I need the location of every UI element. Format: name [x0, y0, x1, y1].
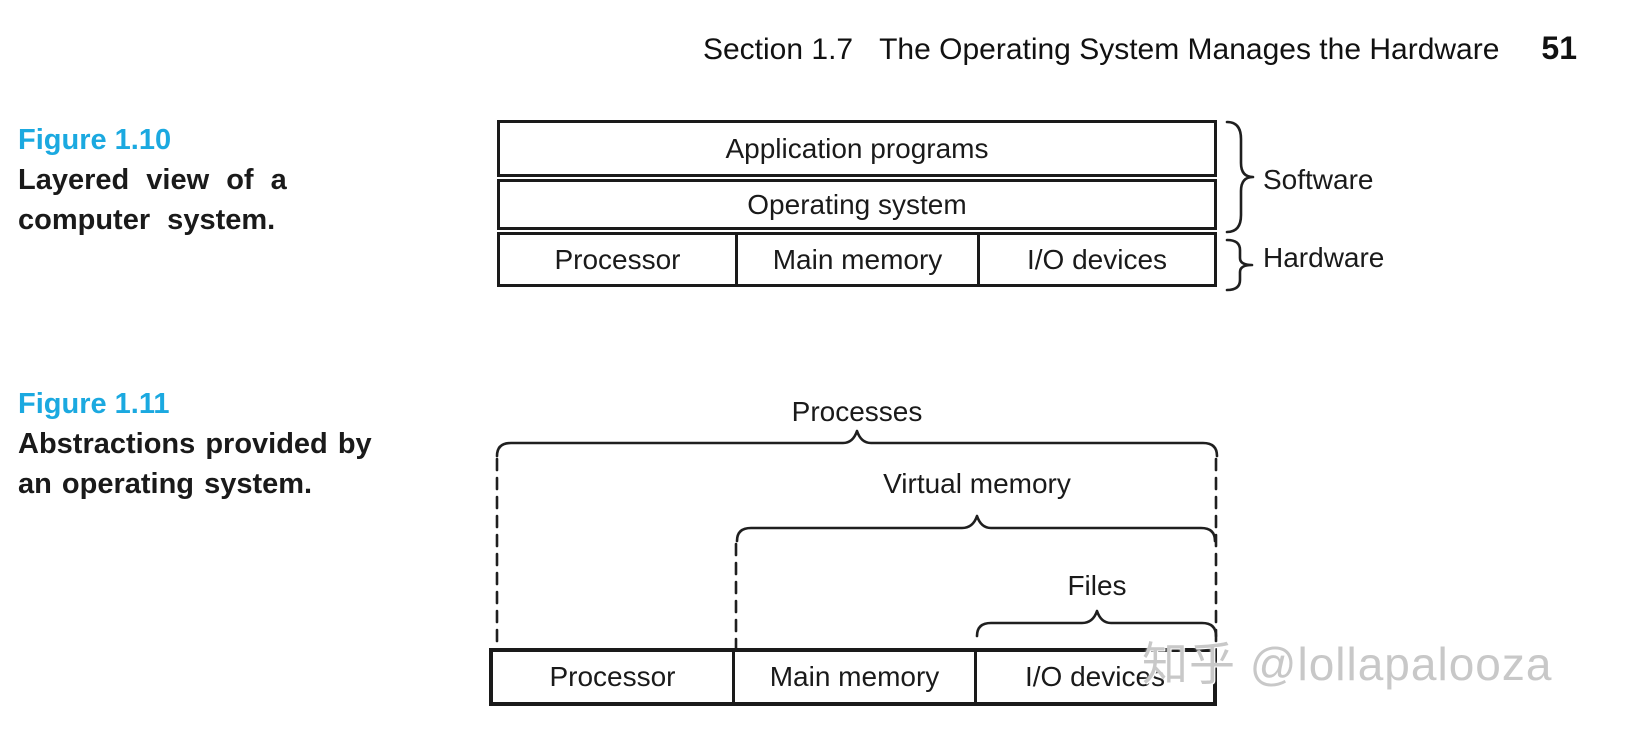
- virtual-memory-brace-icon: [735, 514, 1217, 543]
- figure-1-10-caption-line-2: computer system.: [18, 204, 276, 236]
- hardware-layer: Processor Main memory I/O devices: [497, 232, 1217, 287]
- io-devices-cell: I/O devices: [1024, 661, 1166, 692]
- processes-brace-icon: [495, 429, 1219, 458]
- processor-cell: Processor: [500, 235, 738, 284]
- figure-1-11-label: Figure 1.11: [18, 388, 170, 420]
- processor-cell: Processor: [493, 652, 735, 702]
- main-memory-cell: Main memory: [738, 235, 980, 284]
- figure-1-11-hardware-row: Processor Main memory I/O devices: [489, 648, 1217, 706]
- section-number: Section 1.7: [702, 33, 854, 66]
- running-head: Section 1.7 The Operating System Manages…: [703, 30, 1577, 67]
- application-programs-layer: Application programs: [497, 120, 1217, 177]
- main-memory-cell: Main memory: [735, 652, 977, 702]
- figure-1-11-caption-line-1: Abstractions provided by: [18, 428, 372, 460]
- figure-1-11-linework: [495, 429, 1219, 650]
- figure-1-10-diagram: Application programs Operating system Pr…: [497, 120, 1217, 287]
- figure-1-10-caption: Figure 1.10 Layered view of a computer s…: [18, 120, 287, 240]
- processes-label: Processes: [791, 396, 923, 427]
- figure-1-11-caption: Figure 1.11 Abstractions provided by an …: [18, 384, 372, 504]
- io-devices-cell: I/O devices: [1026, 243, 1168, 275]
- files-label: Files: [1067, 570, 1127, 601]
- software-label: Software: [1263, 164, 1374, 195]
- hardware-label: Hardware: [1263, 242, 1385, 273]
- software-brace-icon: [1225, 120, 1255, 234]
- page-number: 51: [1541, 30, 1577, 66]
- section-title: The Operating System Manages the Hardwar…: [879, 33, 1500, 66]
- watermark: 知乎 @lollapalooza: [1142, 638, 1553, 690]
- operating-system-layer: Operating system: [497, 179, 1217, 230]
- figure-1-10-label: Figure 1.10: [18, 124, 172, 156]
- files-brace-icon: [975, 609, 1218, 638]
- figure-1-11-caption-line-2: an operating system.: [18, 468, 313, 500]
- virtual-memory-label: Virtual memory: [883, 468, 1071, 499]
- hardware-brace-icon: [1225, 238, 1254, 292]
- figure-1-10-caption-line-1: Layered view of a: [18, 164, 287, 196]
